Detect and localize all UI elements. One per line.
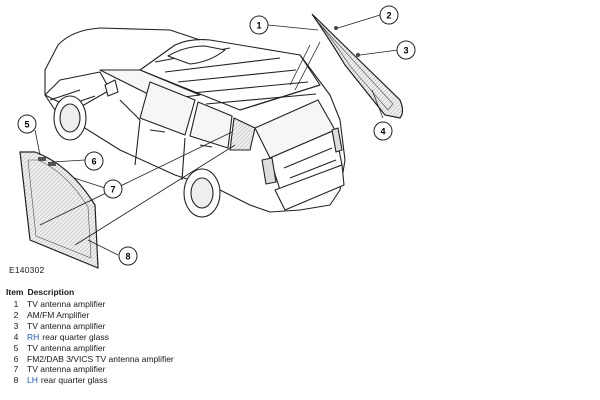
legend-item-text: TV antenna amplifier [27,342,106,353]
legend-item-number: 5 [13,342,19,353]
callout-1: 1 [249,15,269,35]
legend-item-description: AM/FM Amplifier [26,310,366,321]
callout-2-label: 2 [386,11,391,21]
figure-id: E140302 [9,265,45,275]
legend-item-text: rear quarter glass [42,331,109,342]
legend-header-description: Description [27,287,75,297]
callout-6-label: 6 [91,157,96,167]
legend-item-text: TV antenna amplifier [27,299,106,309]
callout-4: 4 [373,121,393,141]
legend-item-text: FM2/DAB 3/VICS TV antenna amplifier [27,353,174,364]
legend-item-number: 1 [13,299,19,309]
vehicle-illustration [44,27,346,218]
legend-item-text: TV antenna amplifier [27,320,106,331]
callout-6: 6 [84,151,104,171]
callout-5: 5 [17,114,37,134]
legend-item-description: TV antenna amplifier [26,364,366,375]
callout-7-label: 7 [110,185,115,195]
callout-8: 8 [118,246,138,266]
legend-item-number: 4 [13,331,19,342]
legend-row: 2 AM/FM Amplifier [6,310,366,321]
legend-item-text: rear quarter glass [40,375,108,386]
legend-item-description: TV antenna amplifier [26,299,366,310]
legend-item-text: AM/FM Amplifier [27,309,90,320]
callout-8-label: 8 [125,252,130,262]
amplifier-connector [48,162,56,166]
leader-lines [34,14,399,256]
callout-4-label: 4 [380,127,385,137]
legend-row: 1 TV antenna amplifier [6,299,366,310]
legend-row: 6 FM2/DAB 3/VICS TV antenna amplifier [6,354,366,365]
callout-5-label: 5 [24,120,29,130]
amplifier-connector [38,157,46,161]
legend-row: 3 TV antenna amplifier [6,321,366,332]
legend-row: 7 TV antenna amplifier [6,364,366,375]
legend-item-description: FM2/DAB 3/VICS TV antenna amplifier [26,354,366,365]
lh-rear-quarter-glass [19,151,99,269]
callout-2: 2 [379,5,399,25]
legend-item-description: TV antenna amplifier [26,321,366,332]
legend-row: 5 TV antenna amplifier [6,343,366,354]
legend-item-number: 3 [13,320,19,331]
legend-item-number: 8 [13,375,19,386]
legend-item-text: TV antenna amplifier [27,364,106,375]
legend-item-side: LH [27,375,38,386]
callout-3-label: 3 [403,46,408,56]
callout-3: 3 [396,40,416,60]
legend-item-side: RH [27,331,40,342]
callout-7: 7 [103,179,123,199]
legend-item-description: TV antenna amplifier [26,343,366,354]
legend-item-number: 7 [13,364,19,375]
callout-1-label: 1 [256,21,261,31]
exploded-view-illustration: 1 2 3 4 5 6 7 8 [17,5,416,269]
rh-rear-quarter-glass [311,13,404,119]
legend-header-item: Item [6,287,24,297]
legend-item-number: 2 [13,309,19,320]
legend-item-number: 6 [13,353,19,364]
